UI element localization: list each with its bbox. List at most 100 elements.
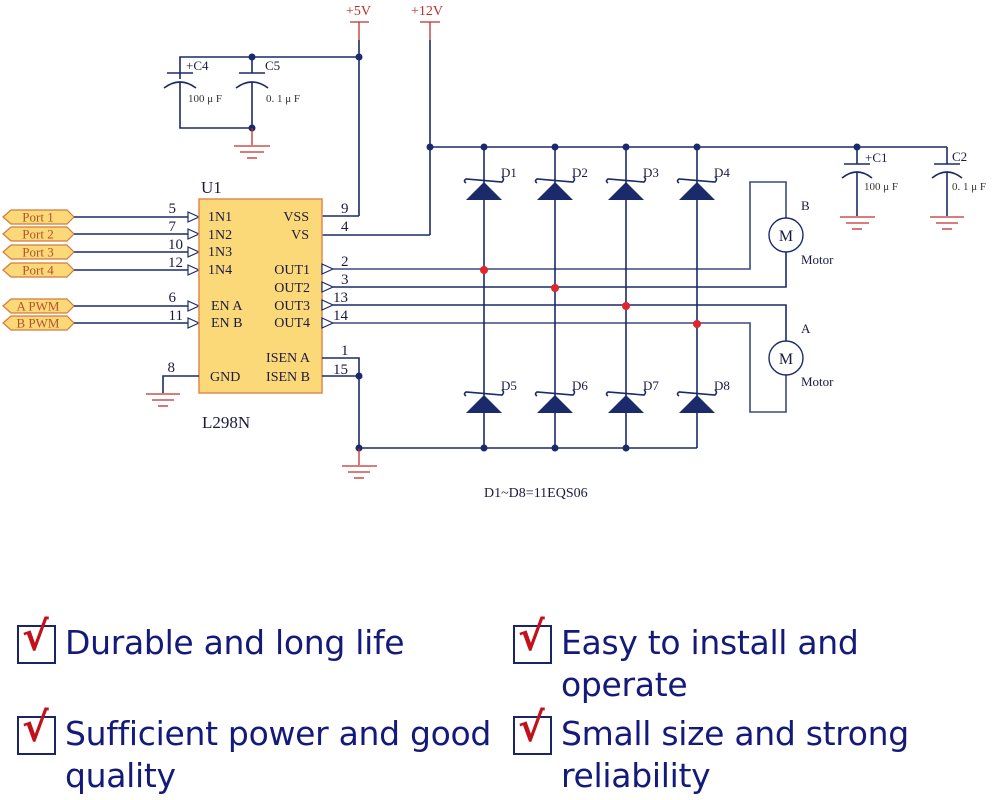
svg-text:11: 11 (169, 308, 183, 324)
svg-text:10: 10 (168, 237, 183, 253)
cap-c1-value: 100 μ F (864, 181, 898, 193)
input-ports: Port 1 Port 2 Port 3 Port 4 A PWM B PWM (2, 209, 201, 331)
motor-b-id: B (801, 198, 810, 213)
svg-text:OUT4: OUT4 (274, 316, 310, 331)
svg-text:EN A: EN A (211, 299, 243, 314)
checkbox-icon: √ (513, 617, 552, 664)
svg-text:OUT3: OUT3 (274, 299, 310, 314)
svg-text:D8: D8 (714, 378, 730, 393)
svg-text:15: 15 (333, 362, 348, 378)
diode-d2: D2 (534, 165, 588, 200)
feature-text: Sufficient power and good quality (65, 714, 492, 795)
check-icon: √ (518, 705, 545, 751)
check-icon: √ (22, 705, 49, 751)
svg-text:12: 12 (168, 255, 183, 271)
feature-list: √ Durable and long life √ Easy to instal… (0, 600, 994, 800)
feature-text: Durable and long life (65, 623, 405, 662)
motor-b-symbol: M (779, 228, 793, 245)
cap-c5-ref: C5 (265, 58, 280, 73)
cap-c2-ref: C2 (952, 149, 967, 164)
decoupling-12v: +C1 100 μ F C2 0. 1 μ F (426, 143, 986, 230)
svg-text:D3: D3 (643, 165, 659, 180)
svg-text:D4: D4 (714, 165, 730, 180)
feature-text: Small size and strong reliability (561, 714, 909, 795)
svg-text:GND: GND (210, 370, 240, 385)
rail-5v-label: +5V (346, 4, 371, 19)
svg-text:8: 8 (168, 360, 176, 376)
decoupling-5v: +C4 100 μ F C5 0. 1 μ F (163, 53, 363, 159)
svg-text:EN B: EN B (211, 316, 243, 331)
svg-text:OUT2: OUT2 (274, 281, 310, 296)
l298n-schematic: +5V +12V +C4 100 μ F C5 0. 1 μ (2, 4, 986, 501)
svg-text:D7: D7 (643, 378, 659, 393)
feature-item: √ Durable and long life (17, 617, 405, 664)
diode-d7: D7 (605, 378, 659, 413)
diode-d5: D5 (463, 378, 517, 413)
checkbox-icon: √ (17, 708, 56, 755)
check-icon: √ (22, 614, 49, 660)
cap-c2-value: 0. 1 μ F (952, 181, 986, 193)
svg-text:D5: D5 (501, 378, 517, 393)
port-b-pwm[interactable]: B PWM (2, 315, 75, 331)
svg-text:OUT1: OUT1 (274, 263, 310, 278)
svg-text:A PWM: A PWM (17, 299, 60, 314)
feature-text: Easy to install and operate (561, 623, 859, 704)
diode-d3: D3 (605, 165, 659, 200)
diode-d6: D6 (534, 378, 588, 413)
checkbox-icon: √ (513, 708, 552, 755)
svg-text:Port 1: Port 1 (22, 210, 53, 225)
svg-text:5: 5 (169, 201, 177, 217)
svg-text:D2: D2 (572, 165, 588, 180)
motor-a-label: Motor (801, 374, 834, 389)
svg-text:D1: D1 (501, 165, 517, 180)
chip-u1: U1 L298N 5 7 10 12 6 11 8 1N1 1N2 1N3 1N… (146, 178, 377, 479)
svg-text:1: 1 (341, 343, 349, 359)
svg-text:6: 6 (169, 290, 177, 306)
svg-text:1N3: 1N3 (208, 245, 232, 260)
cap-c1-ref: +C1 (865, 150, 888, 165)
svg-text:9: 9 (341, 201, 349, 217)
svg-text:13: 13 (333, 290, 348, 306)
chip-ref: U1 (201, 178, 222, 197)
svg-text:Port 2: Port 2 (22, 227, 53, 242)
svg-text:4: 4 (341, 219, 349, 235)
motor-b: M B Motor (768, 198, 834, 267)
power-12v: +12V (322, 4, 947, 236)
feature-item: √ Easy to install and operate (513, 617, 994, 706)
feature-item: √ Sufficient power and good quality (17, 708, 505, 797)
cap-c4-value: 100 μ F (188, 93, 222, 105)
cap-c4-ref: +C4 (186, 58, 209, 73)
svg-text:VSS: VSS (283, 210, 309, 225)
motor-a-id: A (801, 321, 811, 336)
rail-12v-label: +12V (411, 4, 443, 19)
port-2[interactable]: Port 2 (2, 226, 75, 242)
svg-text:7: 7 (169, 219, 177, 235)
svg-text:B PWM: B PWM (17, 316, 60, 331)
diode-d4: D4 (676, 165, 730, 200)
power-5v: +5V (322, 4, 371, 217)
svg-text:3: 3 (341, 272, 349, 288)
port-1[interactable]: Port 1 (2, 209, 75, 225)
diode-note: D1~D8=11EQS06 (484, 486, 588, 501)
diode-d1: D1 (463, 165, 517, 200)
port-a-pwm[interactable]: A PWM (2, 298, 75, 314)
port-4[interactable]: Port 4 (2, 262, 75, 278)
diode-bridge: D1 D2 D3 D4 D5 D6 (359, 143, 730, 501)
svg-text:ISEN B: ISEN B (266, 370, 310, 385)
svg-text:2: 2 (341, 254, 349, 270)
motor-b-label: Motor (801, 252, 834, 267)
motor-a-symbol: M (779, 351, 793, 368)
cap-c5-value: 0. 1 μ F (266, 93, 300, 105)
port-3[interactable]: Port 3 (2, 244, 75, 260)
svg-text:VS: VS (291, 228, 309, 243)
svg-text:1N4: 1N4 (208, 263, 232, 278)
checkbox-icon: √ (17, 617, 56, 664)
svg-text:14: 14 (333, 308, 349, 324)
svg-text:Port 4: Port 4 (22, 263, 54, 278)
svg-text:1N2: 1N2 (208, 228, 232, 243)
svg-text:Port 3: Port 3 (22, 245, 53, 260)
svg-text:D6: D6 (572, 378, 588, 393)
check-icon: √ (518, 614, 545, 660)
svg-text:1N1: 1N1 (208, 210, 232, 225)
diode-d8: D8 (676, 378, 730, 413)
